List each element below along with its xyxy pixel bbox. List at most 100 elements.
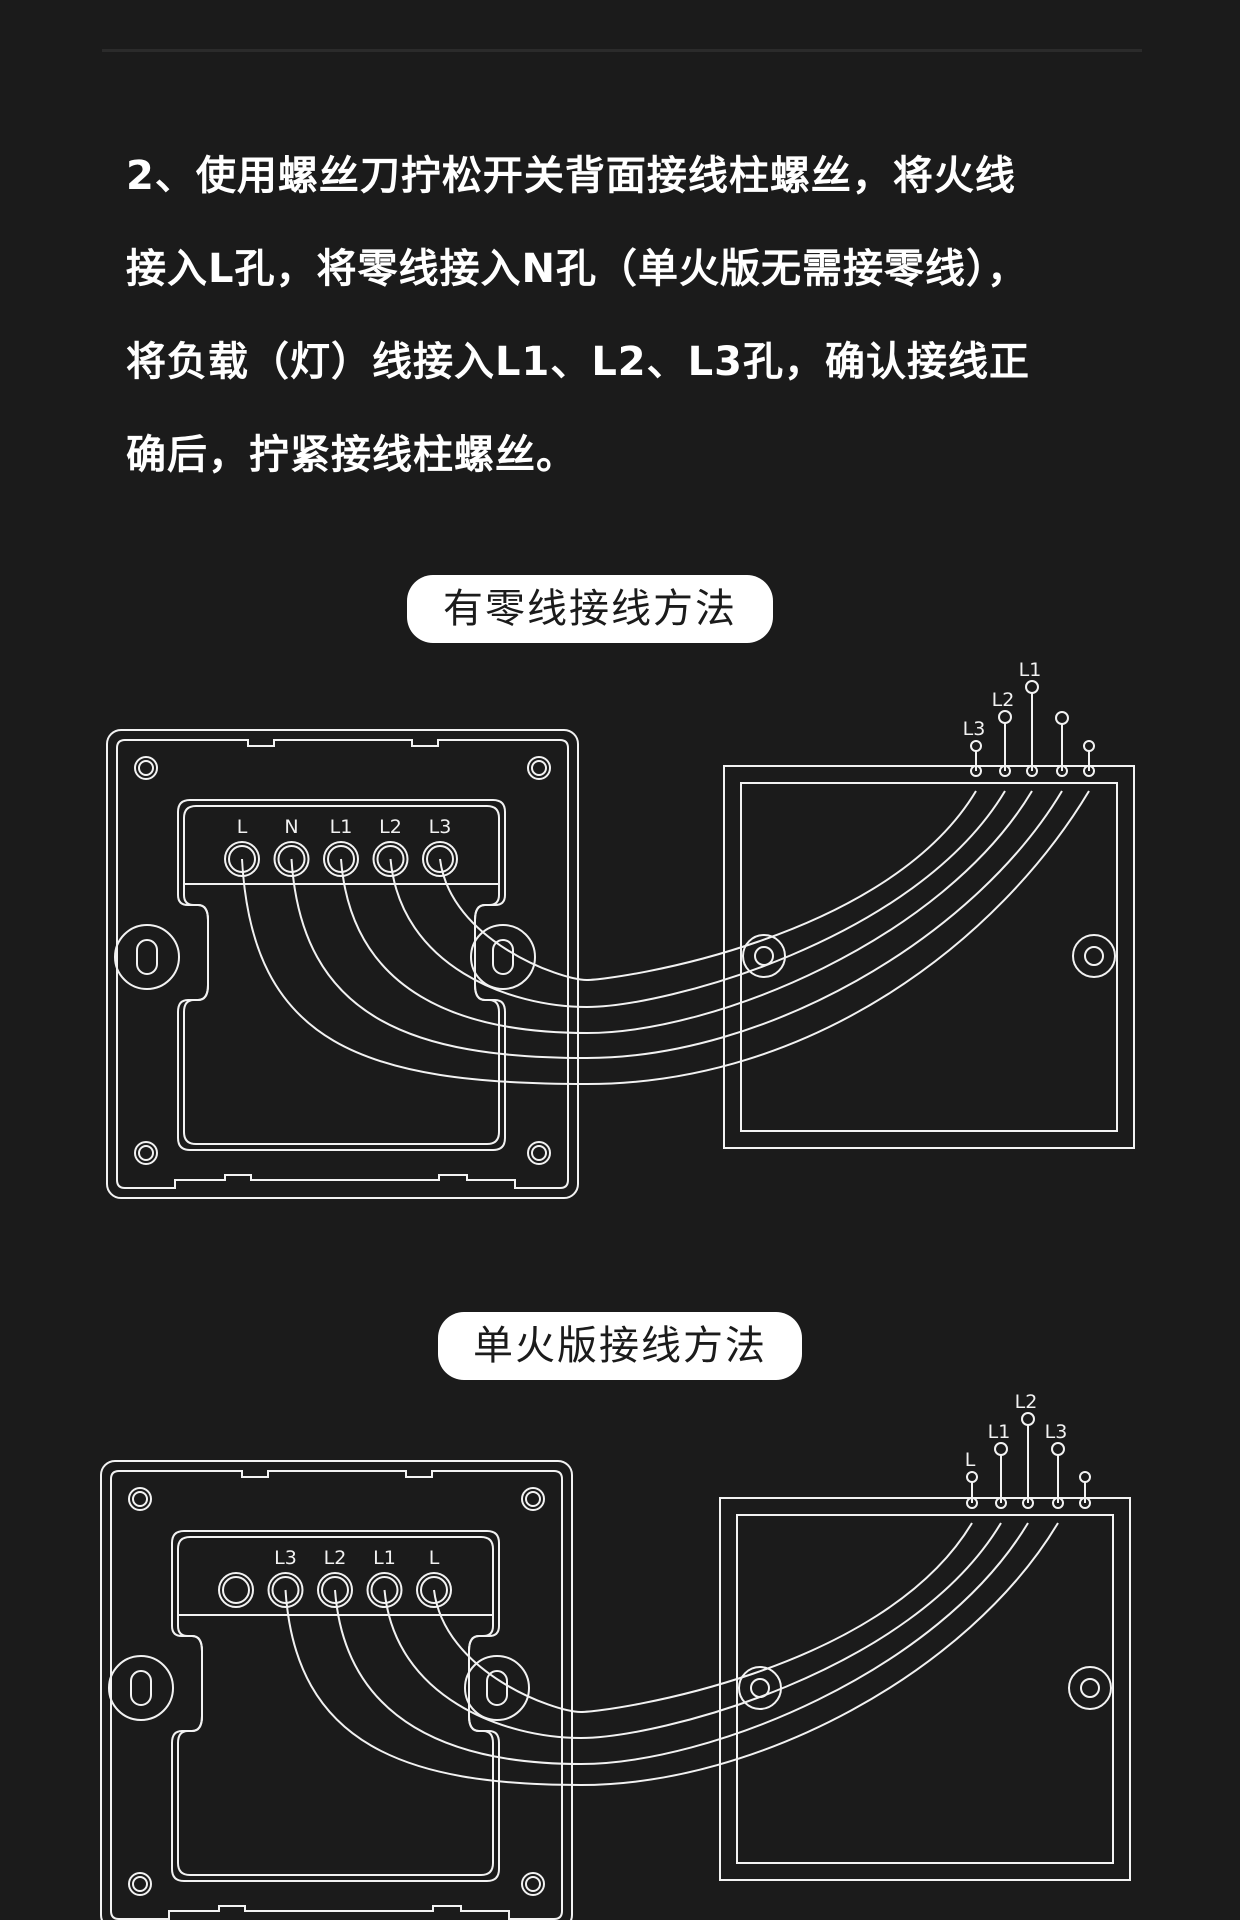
- box-wire-end: [1022, 1497, 1034, 1509]
- screw-hole-inner: [525, 1491, 541, 1507]
- screw-hole-icon: [134, 1141, 158, 1165]
- wire-cap-icon: [1021, 1412, 1035, 1426]
- junction-box-outer: [723, 765, 1135, 1149]
- box-wire-label: L: [965, 1449, 976, 1471]
- wire: [241, 790, 1090, 1086]
- wire-cap-icon: [1055, 711, 1069, 725]
- screw-hole-inner: [531, 1145, 547, 1161]
- terminal-label: L1: [330, 816, 353, 838]
- instruction-line: 确后，拧紧接线柱螺丝。: [126, 432, 577, 478]
- box-wire-end: [966, 1497, 978, 1509]
- wire-cap-icon: [970, 740, 982, 752]
- switch-plate-outer: [100, 1460, 573, 1920]
- box-wire-label: L1: [988, 1421, 1011, 1443]
- box-wire-end: [1052, 1497, 1064, 1509]
- box-screw-hole-icon: [754, 946, 774, 966]
- terminal-hole-inner: [376, 845, 405, 873]
- screw-hole-inner: [132, 1491, 148, 1507]
- box-screw-boss: [742, 934, 786, 978]
- terminal-label: L3: [429, 816, 452, 838]
- screw-hole-icon: [527, 1141, 551, 1165]
- terminal-hole-inner: [321, 1576, 349, 1604]
- screw-hole-icon: [128, 1487, 152, 1511]
- box-screw-hole-icon: [1084, 946, 1104, 966]
- terminal-hole-inner: [327, 845, 355, 873]
- terminal-label: L2: [379, 816, 402, 838]
- mounting-ear: [114, 924, 180, 990]
- box-wire-end: [1026, 765, 1038, 777]
- wire: [340, 790, 1033, 1035]
- switch-module-outline: [177, 1536, 494, 1876]
- box-wire-label: L3: [1045, 1421, 1068, 1443]
- junction-box-inner: [740, 782, 1118, 1132]
- box-wire-label: L2: [992, 689, 1015, 711]
- box-wire-end: [995, 1497, 1007, 1509]
- terminal-hole-icon: [366, 1572, 403, 1608]
- wire-cap-icon: [1051, 1442, 1065, 1456]
- wire-cap-icon: [966, 1471, 978, 1483]
- wire-cap-icon: [998, 710, 1012, 724]
- instruction-line: 2、使用螺丝刀拧松开关背面接线柱螺丝，将火线: [126, 153, 1016, 199]
- terminal-label: L: [429, 1547, 440, 1569]
- wire-cap-icon: [1079, 1471, 1091, 1483]
- terminal-label: L2: [324, 1547, 347, 1569]
- screw-hole-inner: [525, 1876, 541, 1892]
- switch-plate-outer: [106, 729, 579, 1199]
- switch-module-outline: [183, 805, 500, 1145]
- wire-cap-icon: [1025, 680, 1039, 694]
- box-screw-boss: [1068, 1666, 1112, 1710]
- terminal-hole-icon: [224, 841, 260, 877]
- screw-hole-icon: [128, 1872, 152, 1896]
- wire: [334, 1522, 1029, 1766]
- box-screw-hole-icon: [1080, 1678, 1100, 1698]
- terminal-hole-icon: [218, 1572, 254, 1608]
- screw-hole-inner: [132, 1876, 148, 1892]
- wire-cap-icon: [1083, 740, 1095, 752]
- junction-box-inner: [736, 1514, 1114, 1864]
- terminal-hole-icon: [422, 841, 458, 877]
- wiring-instructions: 2、使用螺丝刀拧松开关背面接线柱螺丝，将火线 接入L孔，将零线接入N孔（单火版无…: [126, 130, 1136, 502]
- mounting-slot-icon: [136, 939, 158, 975]
- box-wire-end: [970, 765, 982, 777]
- mounting-slot-icon: [492, 939, 514, 975]
- box-screw-boss: [1072, 934, 1116, 978]
- switch-plate-frame: [116, 739, 569, 1189]
- terminal-label: L3: [274, 1547, 297, 1569]
- screw-hole-icon: [527, 756, 551, 780]
- screw-hole-icon: [134, 756, 158, 780]
- box-wire-end: [1083, 765, 1095, 777]
- instruction-line: 接入L孔，将零线接入N孔（单火版无需接零线），: [126, 246, 1028, 292]
- terminal-hole-inner: [420, 1576, 448, 1604]
- box-wire-label: L1: [1019, 659, 1042, 681]
- box-wire-end: [999, 765, 1011, 777]
- mounting-slot-icon: [130, 1670, 152, 1706]
- junction-box-outer: [719, 1497, 1131, 1881]
- section-title-with-neutral: 有零线接线方法: [407, 575, 773, 643]
- switch-plate-frame: [110, 1470, 563, 1920]
- mounting-slot-icon: [486, 1670, 508, 1706]
- terminal-hole-icon: [372, 841, 409, 877]
- box-wire-label: L2: [1015, 1391, 1038, 1413]
- terminal-hole-icon: [267, 1572, 304, 1608]
- screw-hole-inner: [138, 1145, 154, 1161]
- screw-hole-icon: [521, 1872, 545, 1896]
- wire: [389, 790, 1006, 1009]
- box-wire-label: L3: [963, 718, 986, 740]
- top-divider: [102, 49, 1142, 52]
- terminal-hole-inner: [370, 1576, 399, 1604]
- terminal-hole-inner: [277, 845, 306, 873]
- mounting-ear: [464, 1655, 530, 1721]
- instruction-line: 将负载（灯）线接入L1、L2、L3孔，确认接线正: [126, 339, 1030, 385]
- wire: [383, 1522, 1002, 1740]
- terminal-label: N: [284, 816, 298, 838]
- terminal-label: L: [237, 816, 248, 838]
- screw-hole-inner: [138, 760, 154, 776]
- box-wire-end: [1056, 765, 1068, 777]
- mounting-ear: [470, 924, 536, 990]
- screw-hole-inner: [531, 760, 547, 776]
- terminal-hole-inner: [222, 1576, 250, 1604]
- terminal-hole-icon: [273, 841, 310, 877]
- terminal-label: L1: [373, 1547, 396, 1569]
